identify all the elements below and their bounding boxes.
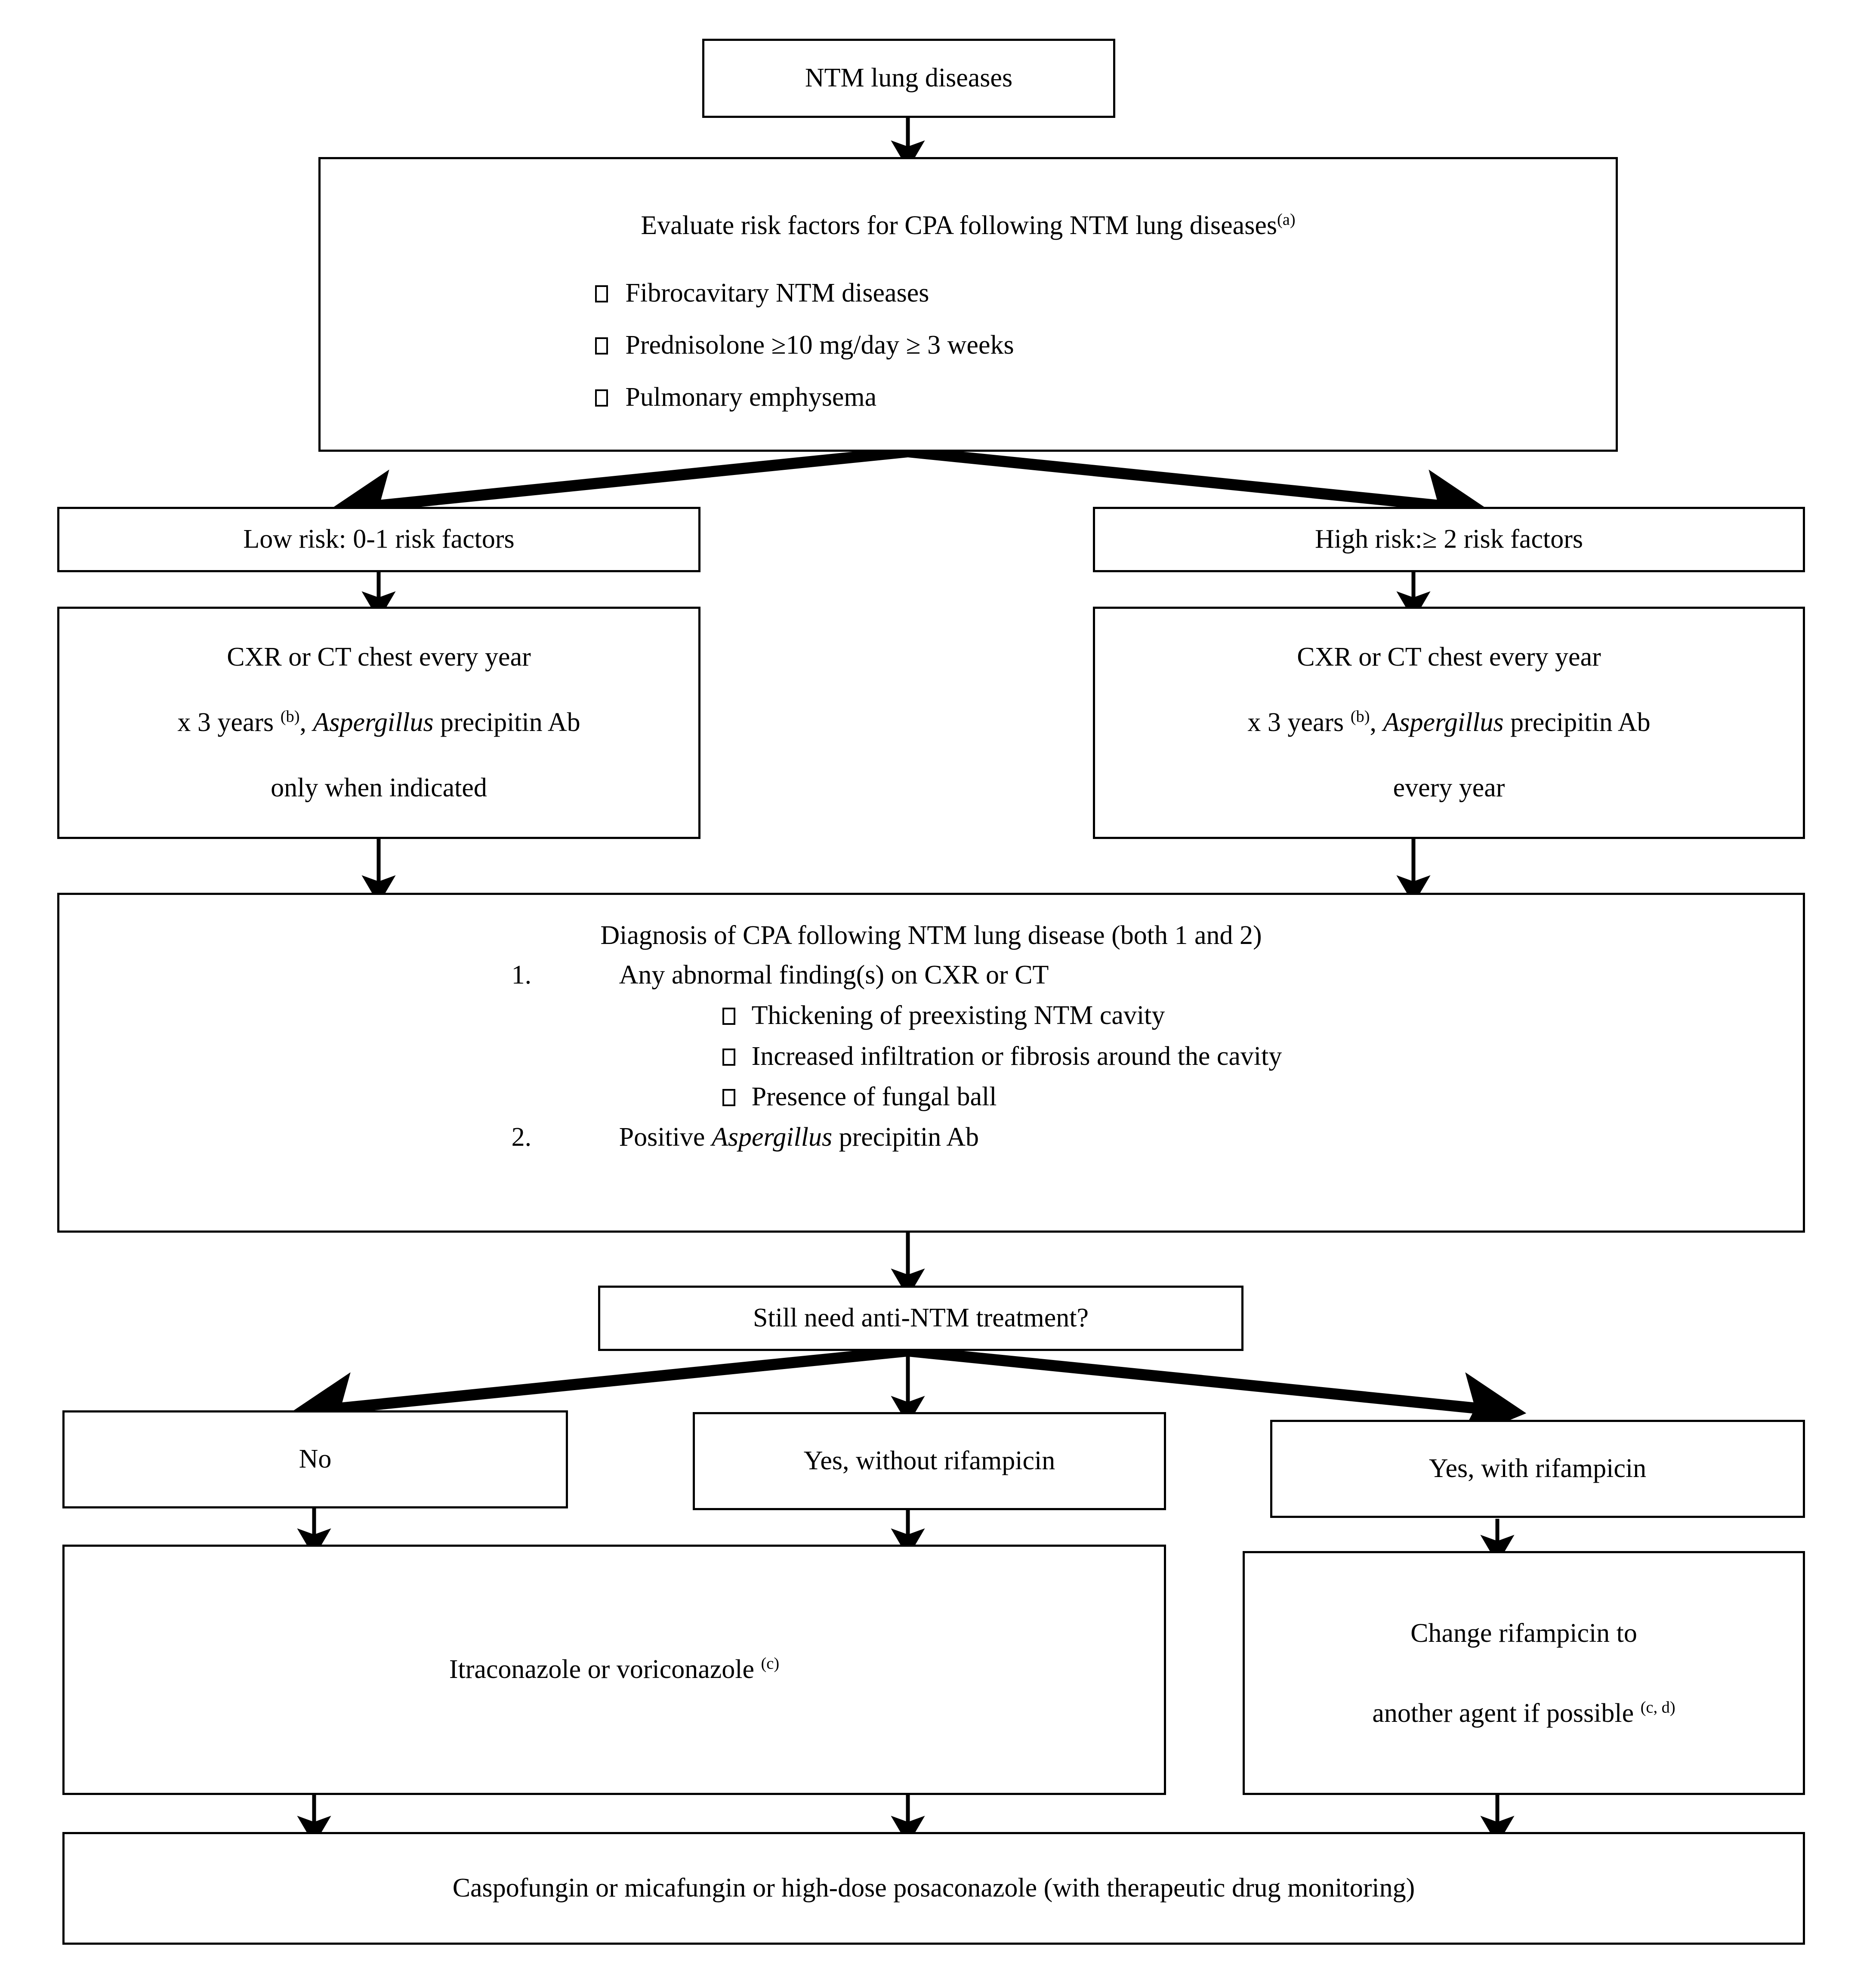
- checkbox-icon[interactable]: [722, 1089, 735, 1106]
- diagnosis-subitem-label: Increased infiltration or fibrosis aroun…: [751, 1041, 1282, 1071]
- risk-factor-item: Pulmonary emphysema: [595, 371, 1014, 423]
- node-low-risk-label: Low risk: 0-1 risk factors: [243, 524, 515, 554]
- high-followup-line2-b: ,: [1370, 708, 1383, 737]
- node-start[interactable]: NTM lung diseases: [702, 39, 1115, 118]
- low-followup-line2: x 3 years (b), Aspergillus precipitin Ab: [177, 690, 580, 756]
- node-start-label: NTM lung diseases: [805, 63, 1013, 93]
- risk-factor-item: Prednisolone ≥10 mg/day ≥ 3 weeks: [595, 319, 1014, 371]
- high-followup-line1: CXR or CT chest every year: [1297, 642, 1601, 672]
- node-high-risk[interactable]: High risk:≥ 2 risk factors: [1093, 507, 1805, 572]
- diagnosis-subitem: Presence of fungal ball: [580, 1076, 1282, 1117]
- high-followup-line2: x 3 years (b), Aspergillus precipitin Ab: [1247, 690, 1650, 756]
- low-followup-line2-note: (b): [280, 707, 300, 726]
- risk-factor-label: Prednisolone ≥10 mg/day ≥ 3 weeks: [625, 330, 1014, 360]
- evaluate-heading: Evaluate risk factors for CPA following …: [641, 210, 1295, 241]
- node-change-rifampicin[interactable]: Change rifampicin to another agent if po…: [1243, 1551, 1805, 1795]
- change-rifampicin-line2: another agent if possible (c, d): [1372, 1673, 1675, 1753]
- node-low-risk-followup[interactable]: CXR or CT chest every year x 3 years (b)…: [57, 607, 700, 839]
- diagnosis-subitem: Increased infiltration or fibrosis aroun…: [580, 1036, 1282, 1076]
- node-answer-yes-without-label: Yes, without rifampicin: [803, 1446, 1055, 1476]
- checkbox-icon[interactable]: [595, 285, 608, 303]
- node-answer-yes-without-rifampicin[interactable]: Yes, without rifampicin: [693, 1412, 1166, 1510]
- diagnosis-item-2: 2. Positive Aspergillus precipitin Ab: [511, 1117, 1282, 1157]
- azole-therapy-label: Itraconazole or voriconazole (c): [449, 1654, 779, 1685]
- change-rifampicin-line1: Change rifampicin to: [1410, 1618, 1637, 1648]
- diagnosis-subitem-label: Presence of fungal ball: [751, 1082, 997, 1111]
- diagnosis-criteria-list: 1. Any abnormal finding(s) on CXR or CT T…: [511, 955, 1282, 1157]
- node-question-label: Still need anti-NTM treatment?: [753, 1303, 1089, 1333]
- azole-therapy-text: Itraconazole or voriconazole: [449, 1655, 761, 1684]
- low-followup-line3: only when indicated: [271, 773, 487, 802]
- diagnosis-item-2-number: 2.: [511, 1123, 532, 1152]
- change-rifampicin-line2-note: (c, d): [1640, 1698, 1675, 1716]
- high-followup-line2-c: precipitin Ab: [1503, 708, 1651, 737]
- node-diagnosis[interactable]: Diagnosis of CPA following NTM lung dise…: [57, 893, 1805, 1233]
- risk-factor-list: Fibrocavitary NTM diseases Prednisolone …: [595, 267, 1014, 423]
- connector-evaluate-to-low-risk: [328, 446, 909, 539]
- high-followup-line2-a: x 3 years: [1247, 708, 1351, 737]
- node-salvage-label: Caspofungin or micafungin or high-dose p…: [452, 1873, 1415, 1903]
- checkbox-icon[interactable]: [722, 1048, 735, 1066]
- diagnosis-heading: Diagnosis of CPA following NTM lung dise…: [600, 921, 1262, 950]
- checkbox-icon[interactable]: [595, 389, 608, 407]
- diagnosis-item-2-pre: Positive: [619, 1123, 712, 1152]
- high-followup-line2-italic: Aspergillus: [1383, 708, 1504, 737]
- change-rifampicin-line2-text: another agent if possible: [1372, 1698, 1641, 1728]
- node-evaluate-risk-factors[interactable]: Evaluate risk factors for CPA following …: [318, 157, 1618, 452]
- high-followup-line2-note: (b): [1350, 707, 1370, 726]
- evaluate-heading-text: Evaluate risk factors for CPA following …: [641, 211, 1277, 240]
- diagnosis-item-2-italic: Aspergillus: [711, 1123, 833, 1152]
- connector-evaluate-to-high-risk: [907, 446, 1490, 539]
- node-answer-no-label: No: [299, 1444, 332, 1474]
- azole-therapy-note: (c): [761, 1654, 780, 1673]
- node-answer-yes-with-rifampicin[interactable]: Yes, with rifampicin: [1270, 1420, 1805, 1518]
- diagnosis-subitem-label: Thickening of preexisting NTM cavity: [751, 1001, 1165, 1030]
- risk-factor-label: Fibrocavitary NTM diseases: [625, 278, 929, 308]
- high-followup-line3: every year: [1393, 773, 1505, 802]
- node-high-risk-followup[interactable]: CXR or CT chest every year x 3 years (b)…: [1093, 607, 1805, 839]
- node-low-risk[interactable]: Low risk: 0-1 risk factors: [57, 507, 700, 572]
- low-followup-line2-italic: Aspergillus: [313, 708, 434, 737]
- node-high-risk-label: High risk:≥ 2 risk factors: [1315, 524, 1583, 554]
- node-azole-therapy[interactable]: Itraconazole or voriconazole (c): [62, 1545, 1166, 1795]
- diagnosis-item-1-number: 1.: [511, 960, 532, 990]
- low-followup-line2-c: precipitin Ab: [433, 708, 580, 737]
- diagnosis-item-1-text: Any abnormal finding(s) on CXR or CT: [619, 960, 1049, 990]
- checkbox-icon[interactable]: [595, 337, 608, 355]
- connector-question-to-yes-with: [907, 1345, 1527, 1441]
- diagnosis-item-1: 1. Any abnormal finding(s) on CXR or CT: [511, 955, 1282, 995]
- low-followup-line2-b: ,: [299, 708, 313, 737]
- connector-question-to-no: [289, 1345, 909, 1441]
- checkbox-icon[interactable]: [722, 1008, 735, 1025]
- evaluate-heading-note: (a): [1277, 210, 1296, 229]
- risk-factor-label: Pulmonary emphysema: [625, 382, 877, 412]
- diagnosis-item-2-post: precipitin Ab: [832, 1123, 979, 1152]
- node-question-anti-ntm[interactable]: Still need anti-NTM treatment?: [598, 1286, 1243, 1351]
- node-salvage-therapy[interactable]: Caspofungin or micafungin or high-dose p…: [62, 1832, 1805, 1945]
- node-answer-yes-with-label: Yes, with rifampicin: [1429, 1454, 1647, 1483]
- risk-factor-item: Fibrocavitary NTM diseases: [595, 267, 1014, 319]
- low-followup-line2-a: x 3 years: [177, 708, 281, 737]
- low-followup-line1: CXR or CT chest every year: [227, 642, 531, 672]
- node-answer-no[interactable]: No: [62, 1410, 568, 1508]
- diagnosis-subitem: Thickening of preexisting NTM cavity: [580, 995, 1282, 1036]
